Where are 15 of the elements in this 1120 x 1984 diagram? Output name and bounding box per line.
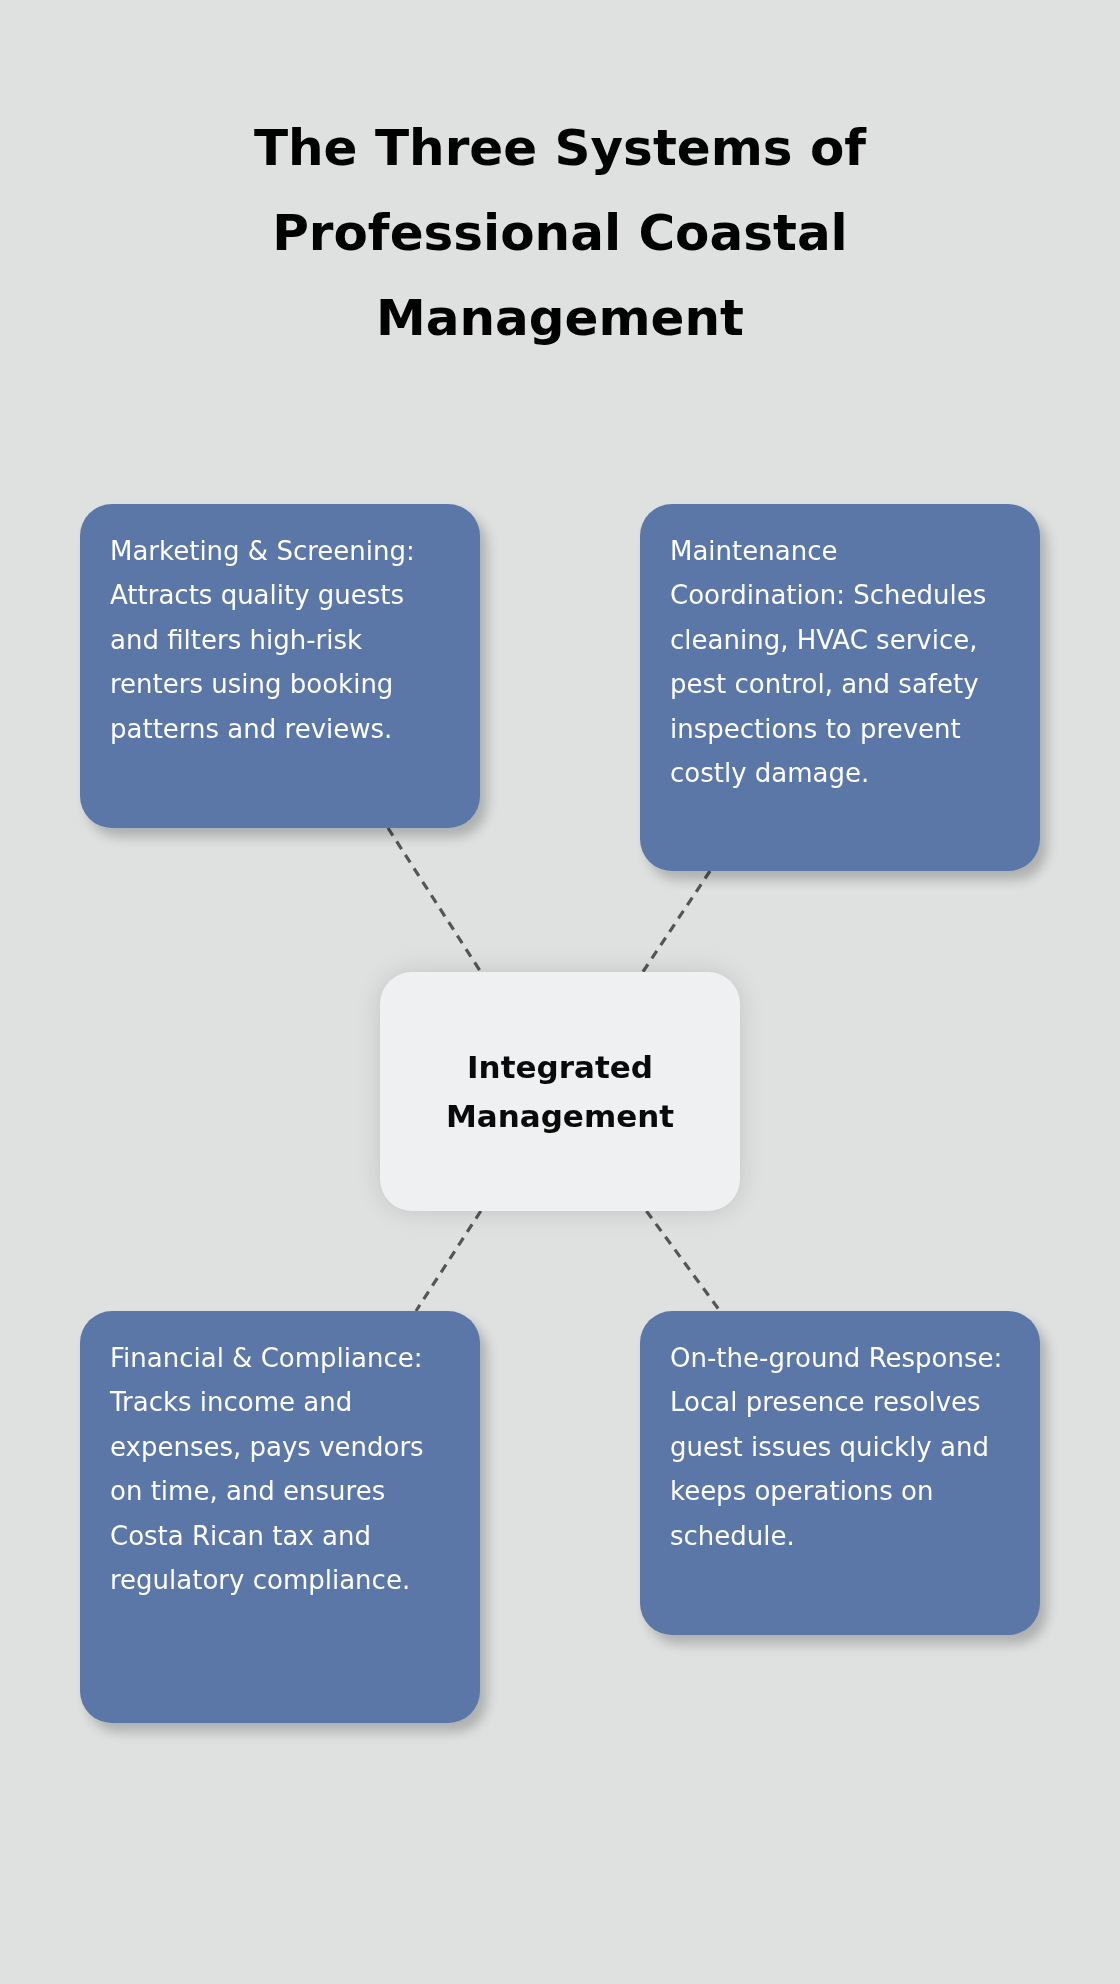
info-card	[80, 1311, 480, 1723]
dashed-connector	[641, 870, 712, 973]
dashed-connector	[414, 1210, 483, 1312]
card-description: Marketing & Screening: Attracts quality guests and filters high-risk renters using booking patterns and reviews.	[110, 535, 416, 746]
title: The Three Systems of Professional Coastal Management	[252, 118, 868, 349]
info-card	[640, 504, 1040, 871]
hub-card	[380, 972, 740, 1211]
dashed-connector	[386, 827, 483, 973]
card-description: Maintenance Coordination: Schedules cleaning, HVAC service, pest control, and safety inspections to prevent costly damage.	[670, 535, 988, 791]
hub-label: Integrated Management	[444, 1047, 676, 1136]
card-description: Financial & Compliance: Tracks income and expenses, pays vendors on time, and ensures Costa Rican tax and regulatory compliance.	[110, 1342, 425, 1598]
dashed-connector	[645, 1210, 722, 1312]
info-card	[640, 1311, 1040, 1635]
info-card	[80, 504, 480, 828]
card-description: On-the-ground Response: Local presence resolves guest issues quickly and keeps operations on schedule.	[670, 1342, 1004, 1553]
